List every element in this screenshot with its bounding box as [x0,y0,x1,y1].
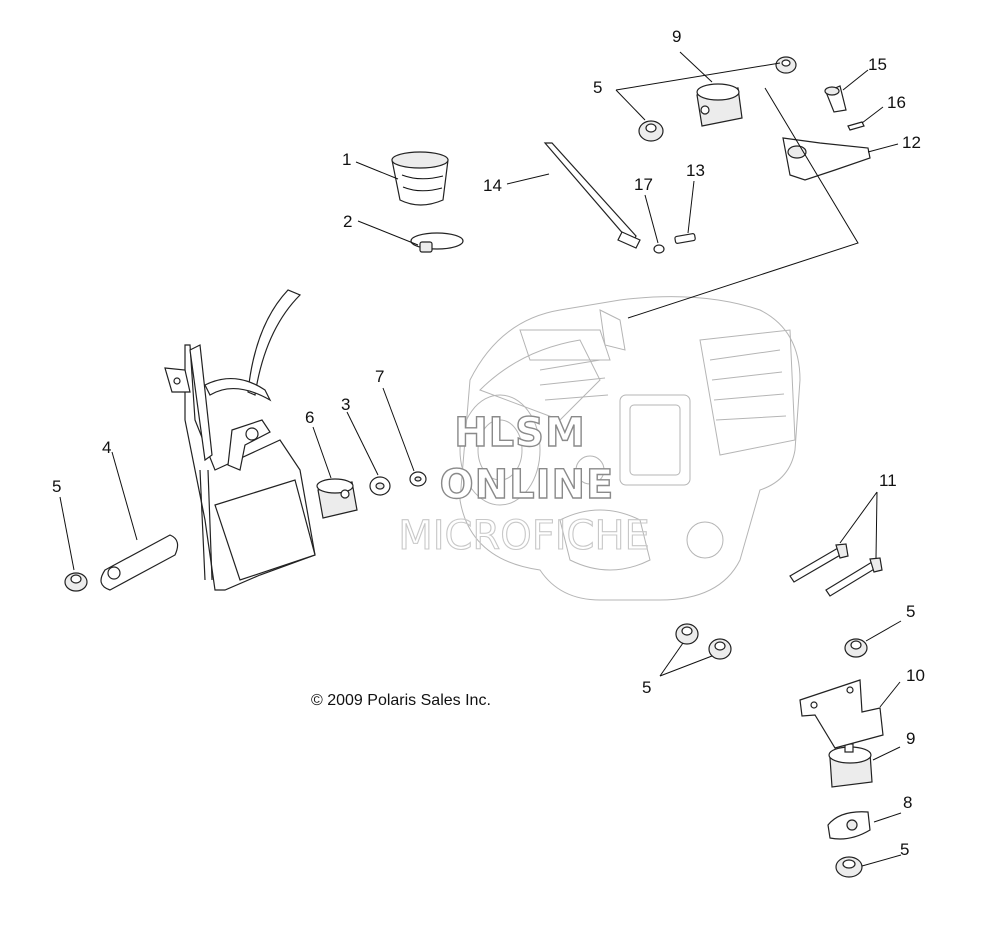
watermark-line-2: ONLINE [440,462,615,508]
callout-5-middle: 5 [642,678,651,697]
engine-assembly [459,296,801,601]
callout-5-right: 5 [906,602,915,621]
watermark: HLSM ONLINE MICROFICHE [398,409,651,559]
part-14-rod [543,142,641,249]
part-5-nut-top-right [775,56,797,74]
watermark-line-3: MICROFICHE [398,513,650,559]
callout-9-top: 9 [672,27,681,46]
callout-1: 1 [342,150,351,169]
part-3-washer [369,476,391,496]
callout-16: 16 [887,93,906,112]
callout-numbers: 1 2 3 4 5 5 5 5 5 6 7 8 9 9 10 11 12 13 … [52,27,925,859]
part-9-mount-bottom [828,743,873,788]
callout-5-left: 5 [52,477,61,496]
callout-9-bottom: 9 [906,729,915,748]
callout-2: 2 [343,212,352,231]
part-1-intake-boot [391,151,449,206]
callout-12: 12 [902,133,921,152]
callout-15: 15 [868,55,887,74]
callout-11: 11 [879,471,897,490]
callout-13: 13 [686,161,705,180]
leader-lines [59,51,902,867]
part-7-washer [409,471,427,487]
part-4-strap [100,534,179,591]
part-16-pin [847,121,865,131]
callout-5-top: 5 [593,78,602,97]
callout-3: 3 [341,395,350,414]
part-5-nut-middle-a [675,623,699,645]
watermark-line-1: HLSM [454,410,586,456]
part-10-bracket [799,679,884,749]
part-5-nut-middle-b [708,638,732,660]
copyright-text: © 2009 Polaris Sales Inc. [311,692,491,709]
part-6-mount [316,478,358,519]
callout-8: 8 [903,793,912,812]
callout-6: 6 [305,408,314,427]
part-11-bolts [789,543,883,597]
callout-4: 4 [102,438,111,457]
callout-17: 17 [634,175,653,194]
part-5-nut-right [844,638,868,658]
part-5-nut-top [638,120,664,142]
part-15-bolt [824,85,847,113]
part-17-washer [653,244,665,254]
part-8-plate [827,811,871,840]
frame-bracket [164,289,316,591]
part-12-bracket [782,137,871,181]
part-9-mount-top [696,83,743,127]
callout-7: 7 [375,367,384,386]
part-5-nut-bottom [835,856,863,878]
part-5-nut-left [64,572,88,592]
callout-5-bottom: 5 [900,840,909,859]
callout-14: 14 [483,176,502,195]
part-13-bolt [674,233,696,244]
part-2-clamp [410,232,464,253]
callout-10: 10 [906,666,925,685]
